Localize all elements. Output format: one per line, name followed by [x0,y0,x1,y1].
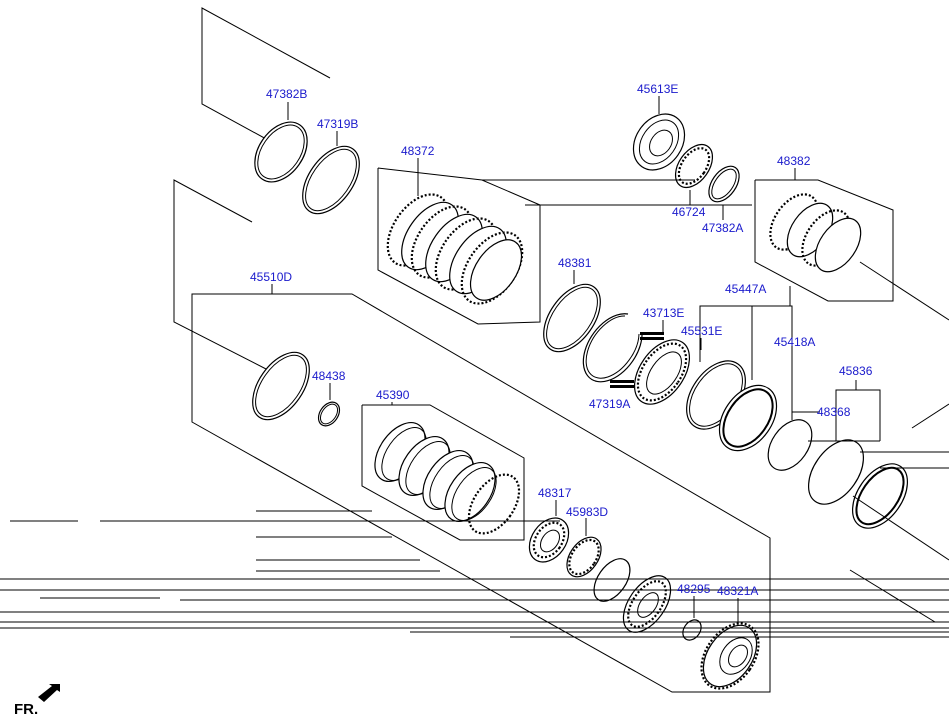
part-47319B-snap-ring[interactable] [291,136,371,223]
part-48368-ring[interactable] [759,412,821,479]
part-48381-snap-ring[interactable] [532,274,612,361]
part-46724-spring-retainer[interactable] [668,138,720,195]
part-45418A-ring[interactable] [708,375,789,462]
bracket-45510D [173,179,771,693]
label-45836: 45836 [839,364,873,378]
label-45510D: 45510D [250,270,292,284]
part-47382A-snap-ring[interactable] [703,161,746,208]
front-arrow-icon [38,684,60,702]
label-47382A: 47382A [702,221,743,235]
label-48317: 48317 [538,486,572,500]
part-45983D-gear[interactable] [560,531,608,583]
part-48321A-gear-assembly[interactable] [690,613,771,700]
leader-lines [287,96,796,622]
part-48438-o-ring[interactable] [314,398,344,430]
bracket-45447A [699,286,949,469]
label-45531E: 45531E [681,324,722,338]
part-45836-ring[interactable] [797,430,874,514]
part-43713E-hub[interactable] [623,330,700,414]
part-45390-clutch-pack[interactable] [361,404,529,543]
part-labels: 47382B 47319B 48372 45613E 46724 47382A … [250,82,873,598]
part-45613E-piston[interactable] [623,104,695,180]
label-46724: 46724 [672,205,706,219]
label-47382B: 47382B [266,87,307,101]
label-48381: 48381 [558,256,592,270]
clutch-disc-stack-48382 [769,193,862,273]
label-48438: 48438 [312,369,346,383]
label-45390: 45390 [376,388,410,402]
clutch-disc-stack-48372 [386,193,524,305]
bracket-snap-rings-upper [201,7,331,141]
label-45983D: 45983D [566,505,608,519]
label-43713E: 43713E [643,306,684,320]
part-48372-clutch-pack[interactable] [375,167,541,325]
label-48295: 48295 [677,582,711,596]
label-45418A: 45418A [774,335,815,349]
label-48321A: 48321A [717,584,758,598]
label-48382: 48382 [777,154,811,168]
part-47382B-snap-ring[interactable] [244,112,318,191]
part-48295-o-ring[interactable] [679,616,705,643]
part-48382-clutch-pack[interactable] [754,179,894,302]
label-47319B: 47319B [317,117,358,131]
part-48317-bearing[interactable] [521,511,576,570]
front-label: FR. [14,701,38,718]
reference-lines [0,495,949,638]
part-47319A-snap-ring[interactable] [582,313,643,383]
label-45613E: 45613E [637,82,678,96]
label-45447A: 45447A [725,282,766,296]
part-45836-thrust-ring[interactable] [841,454,918,538]
clutch-disc-stack-45390 [374,422,521,535]
label-48372: 48372 [401,144,435,158]
label-48368: 48368 [817,405,851,419]
front-direction-indicator: FR. [14,684,60,718]
label-47319A: 47319A [589,397,630,411]
part-45510D-snap-ring[interactable] [241,342,321,429]
